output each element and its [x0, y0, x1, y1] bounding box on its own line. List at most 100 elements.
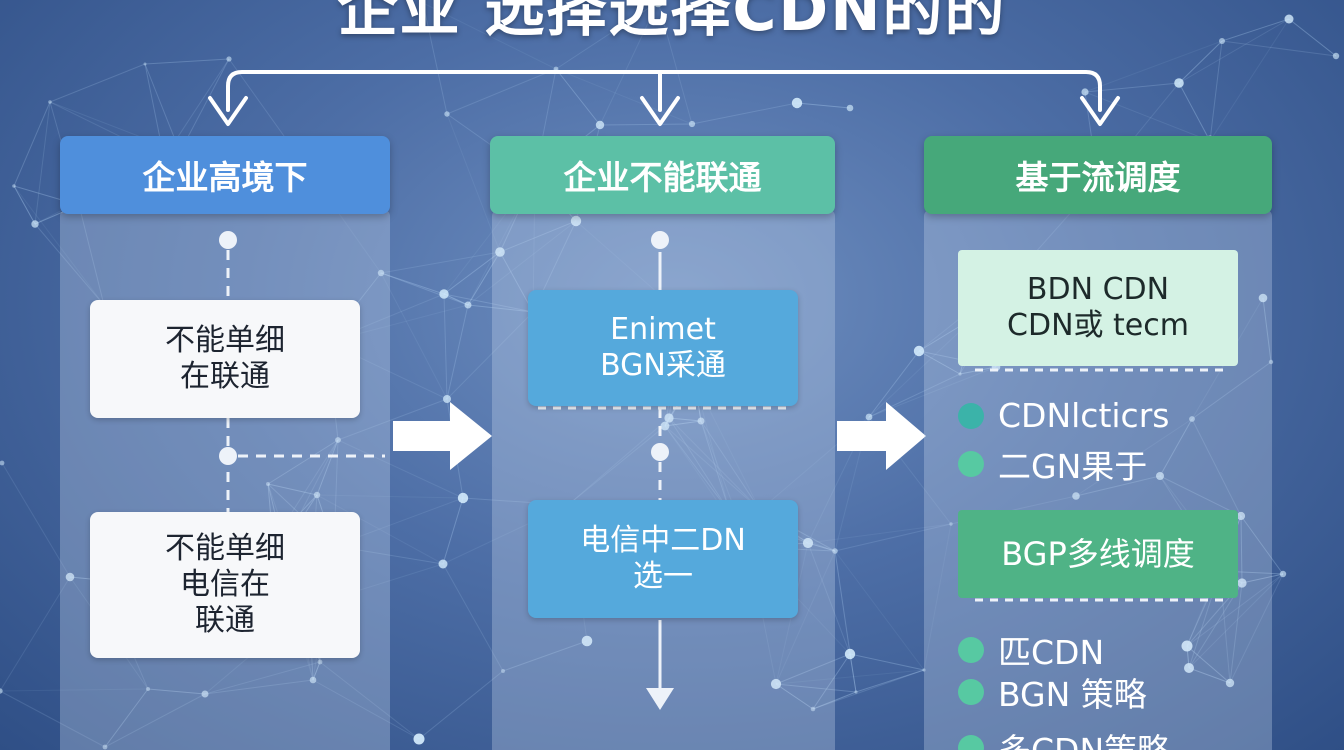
- network-link: [664, 420, 702, 427]
- bullet-dot-icon: [958, 637, 984, 663]
- network-link: [555, 68, 693, 125]
- network-link: [1084, 40, 1223, 93]
- network-node: [1184, 663, 1194, 673]
- network-link: [446, 68, 557, 115]
- network-link: [418, 670, 504, 740]
- network-link: [775, 550, 836, 685]
- list-item: 多CDN策略: [958, 724, 1170, 750]
- connector-dot: [219, 447, 237, 465]
- network-link: [700, 420, 731, 514]
- bullet-dot-icon: [958, 402, 984, 429]
- column-panel-left: [60, 210, 390, 750]
- top-branch-connector: [208, 70, 1120, 126]
- network-link: [446, 304, 469, 400]
- network-link: [1241, 573, 1284, 584]
- network-link: [1209, 18, 1290, 142]
- network-link: [849, 653, 925, 671]
- network-link: [467, 220, 577, 306]
- network-link: [467, 251, 501, 306]
- network-node: [102, 744, 108, 750]
- network-node: [1156, 472, 1164, 480]
- network-link: [499, 220, 577, 253]
- card-line: 不能单细: [165, 323, 285, 358]
- network-node: [335, 437, 341, 443]
- list-item-label: 匹CDN: [998, 633, 1105, 672]
- network-node: [664, 413, 674, 423]
- network-node: [457, 492, 469, 504]
- network-node: [309, 676, 317, 684]
- network-node: [697, 417, 705, 425]
- network-node: [31, 220, 39, 228]
- network-link: [918, 350, 961, 375]
- network-link: [812, 691, 857, 710]
- list-item-label: 多CDN策略: [998, 724, 1170, 750]
- network-link: [700, 420, 761, 511]
- network-node: [844, 648, 856, 660]
- network-link: [555, 1, 659, 70]
- network-node: [48, 100, 52, 104]
- network-node: [146, 687, 150, 691]
- network-link: [834, 550, 925, 671]
- network-link: [834, 523, 952, 552]
- network-link: [147, 688, 206, 695]
- network-link: [446, 113, 501, 253]
- network-node: [913, 345, 925, 357]
- network-link: [0, 690, 106, 748]
- network-link: [380, 272, 445, 295]
- network-link: [1188, 573, 1284, 669]
- network-node: [12, 184, 16, 188]
- network-link: [267, 483, 318, 496]
- network-link: [0, 576, 71, 692]
- network-link: [664, 425, 731, 514]
- network-node: [439, 289, 449, 299]
- network-node: [1284, 14, 1294, 24]
- network-node: [464, 301, 472, 309]
- list-item: 二GN果于: [958, 440, 1147, 488]
- network-node: [791, 97, 803, 109]
- network-link: [775, 683, 857, 693]
- network-node: [501, 669, 505, 673]
- network-link: [78, 204, 105, 306]
- network-node: [377, 269, 385, 277]
- bullet-dot-icon: [958, 451, 984, 477]
- connector-dot: [219, 231, 237, 249]
- list-item-label: 二GN果于: [998, 447, 1148, 486]
- list-item: BGN 策略: [958, 668, 1147, 716]
- network-link: [422, 2, 448, 115]
- left-card-1: 不能单细 在联通: [90, 300, 360, 418]
- network-link: [1191, 361, 1272, 420]
- network-node: [802, 537, 814, 549]
- network-node: [688, 120, 696, 128]
- network-node: [266, 482, 270, 486]
- card-line: 在联通: [180, 359, 270, 394]
- network-link: [1159, 475, 1242, 517]
- network-link: [657, 1, 693, 125]
- network-node: [0, 688, 3, 694]
- network-link: [13, 185, 36, 225]
- network-link: [668, 417, 702, 422]
- network-link: [1191, 418, 1242, 517]
- right-box-bgp: BGP多线调度: [958, 510, 1238, 598]
- network-link: [0, 688, 149, 692]
- network-link: [775, 669, 925, 685]
- network-link: [312, 679, 420, 740]
- network-link: [599, 123, 693, 126]
- network-link: [316, 494, 464, 499]
- network-link: [380, 272, 448, 400]
- network-link: [1240, 515, 1284, 575]
- network-node: [226, 56, 232, 62]
- network-link: [13, 101, 51, 187]
- network-node: [495, 247, 505, 257]
- network-node: [65, 572, 75, 582]
- network-node: [1332, 52, 1340, 60]
- network-link: [337, 398, 448, 441]
- network-link: [1178, 18, 1290, 84]
- network-link: [923, 523, 952, 671]
- network-link: [104, 688, 149, 748]
- network-link: [316, 439, 339, 496]
- network-link: [834, 550, 857, 693]
- list-item-label: CDNlcticrs: [998, 396, 1170, 435]
- left-card-2: 不能单细 电信在 联通: [90, 512, 360, 658]
- network-link: [868, 373, 961, 418]
- network-node: [595, 120, 605, 130]
